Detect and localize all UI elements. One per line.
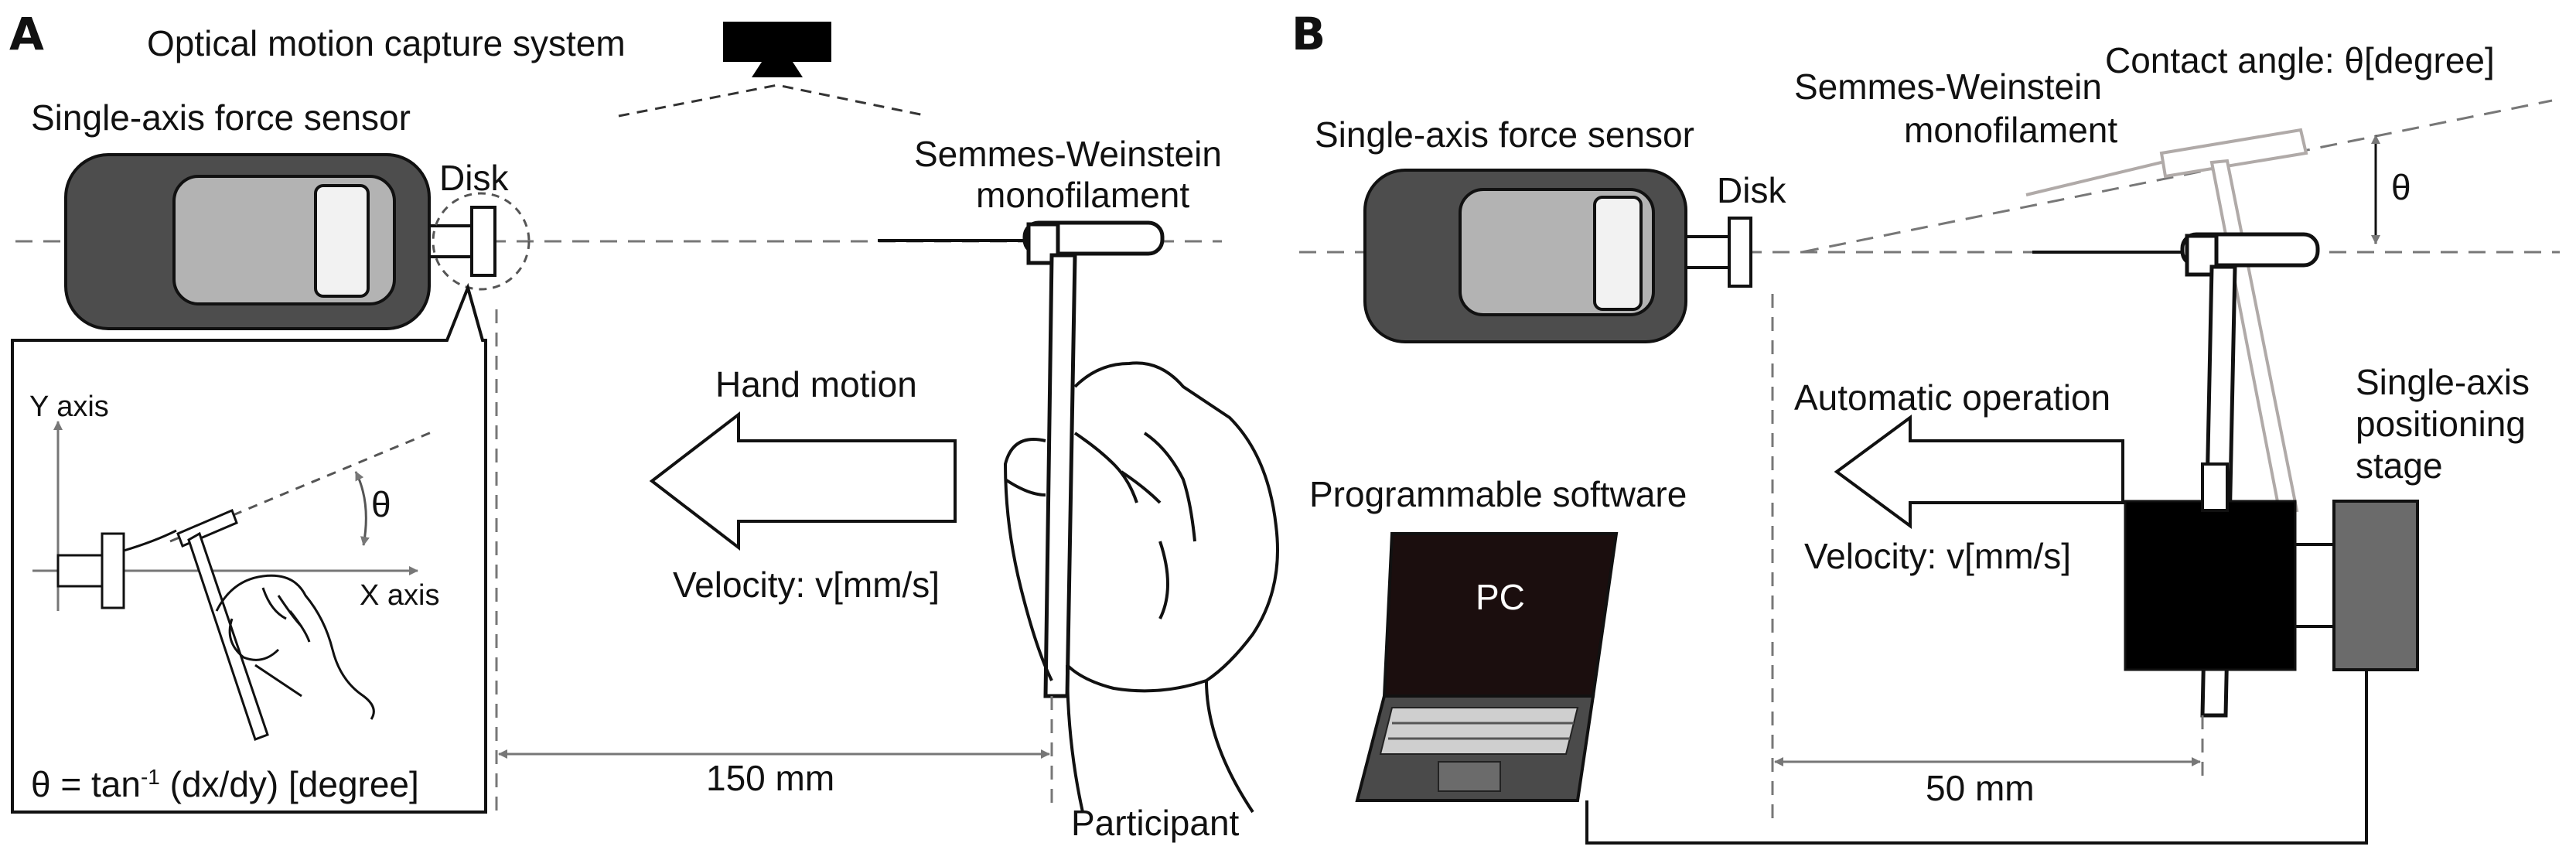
formula-suffix: (dx/dy) [degree] [160,764,419,804]
y-axis-label: Y axis [29,391,109,423]
panel-b: B Contact angle: θ[degree] Semmes-Weinst… [1291,8,2560,845]
inset-hand-icon [215,574,375,720]
filament-label-line2: monofilament [976,175,1189,215]
formula-prefix: θ = tan [31,764,141,804]
force-sensor-b [1363,169,1752,343]
stage-clamp-gap [2201,462,2229,512]
inset-angle-symbol: θ [371,484,391,524]
stage-label-line2: positioning [2356,404,2526,444]
filament-label-line1: Semmes-Weinstein [914,134,1222,174]
camera-label: Optical motion capture system [147,23,626,63]
angle-symbol-b: θ [2391,167,2411,207]
disk-highlight-circle [432,192,531,291]
velocity-label-a: Velocity: v[mm/s] [673,565,940,605]
operation-label: Automatic operation [1794,377,2110,418]
filament-label-b-line1: Semmes-Weinstein [1794,67,2102,107]
disk-label-b: Disk [1717,170,1786,210]
inset-box: Y axis X axis θ θ = tan-1 (dx/dy) [degre… [11,282,487,814]
camera-view-lines [618,84,929,118]
filament-label-b-line2: monofilament [1904,110,2117,150]
inset-sensor-icon [56,532,125,609]
sensor-label: Single-axis force sensor [31,97,411,138]
monofilament-a [878,220,1165,698]
filament-direction-line [169,430,434,543]
hand-motion-arrow [649,411,957,551]
disk-label: Disk [439,158,509,198]
pc-label: PC [1476,577,1525,617]
force-sensor [64,153,477,330]
distance-label-b: 50 mm [1926,768,2035,808]
hand-a [1003,361,1279,814]
stage-label-line3: stage [2356,445,2443,486]
automatic-operation-arrow [1834,415,2124,529]
formula-exponent: -1 [141,765,160,789]
disk [470,206,496,277]
participant-label: Participant [1071,803,1240,843]
inset-angle-arc [354,471,370,546]
stage-label-line1: Single-axis [2356,362,2530,402]
panel-b-letter: B [1291,8,1326,60]
angle-label: Contact angle: θ[degree] [2105,40,2495,80]
software-label: Programmable software [1309,474,1687,514]
camera-icon [723,22,831,77]
disk-b [1728,217,1752,288]
control-cable [1585,670,2368,845]
inset-filament-icon [123,509,269,741]
laptop-icon [1355,532,1619,802]
tilted-direction-line [1801,99,2553,254]
formula-text: θ = tan-1 (dx/dy) [degree] [31,764,419,804]
panel-a: A Optical motion capture system Single-a… [9,8,1279,843]
sensor-label-b: Single-axis force sensor [1315,114,1694,155]
distance-label-a: 150 mm [706,758,834,798]
positioning-stage [2124,500,2419,671]
motion-label: Hand motion [715,364,917,404]
x-axis-label: X axis [360,579,439,612]
panel-a-letter: A [9,8,44,60]
velocity-label-b: Velocity: v[mm/s] [1804,536,2071,576]
